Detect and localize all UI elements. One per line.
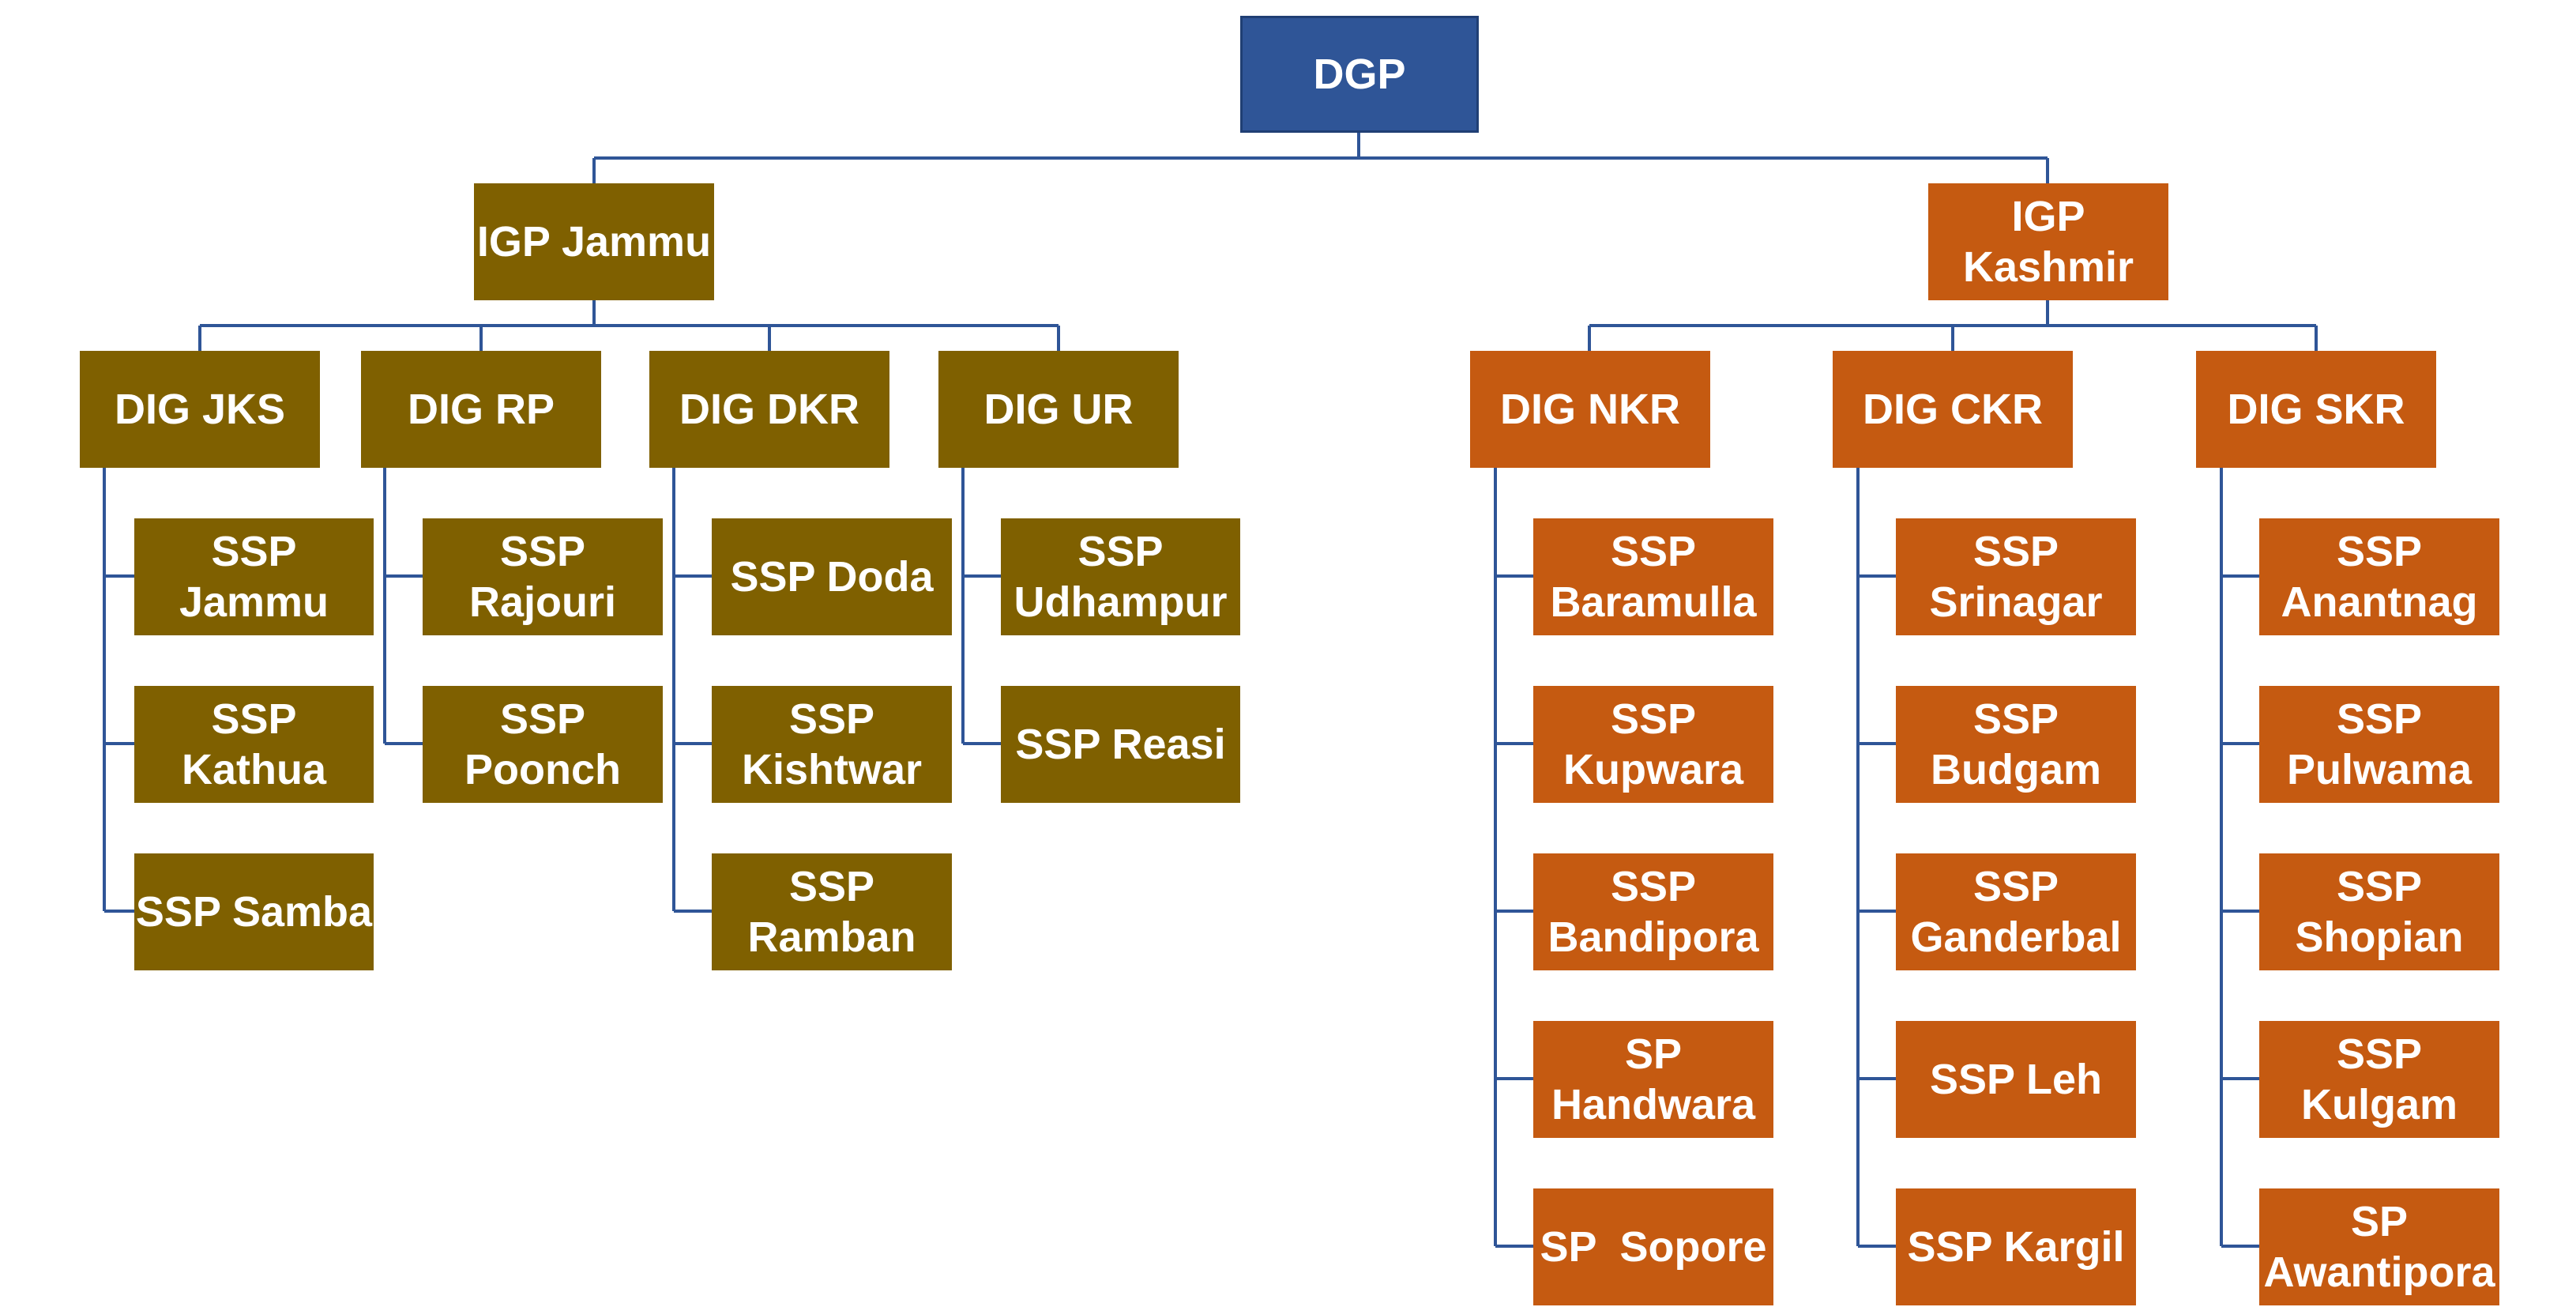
district-node: SSP Rajouri [423,518,663,635]
igp-jammu-node: IGP Jammu [474,183,714,300]
district-node: SSP Leh [1896,1021,2136,1138]
igp-kashmir-node: IGP Kashmir [1928,183,2168,300]
district-node: SSP Baramulla [1533,518,1773,635]
dig-skr-node: DIG SKR [2196,351,2436,468]
district-node: SSP Shopian [2259,853,2499,970]
district-node: SP Sopore [1533,1188,1773,1305]
dig-rp-node: DIG RP [361,351,601,468]
district-node: SSP Doda [712,518,952,635]
dgp-node: DGP [1240,16,1479,133]
district-node: SSP Pulwama [2259,686,2499,803]
district-node: SSP Bandipora [1533,853,1773,970]
district-node: SSP Kathua [134,686,374,803]
district-node: SSP Reasi [1001,686,1240,803]
dig-dkr-node: DIG DKR [649,351,889,468]
dig-ur-node: DIG UR [938,351,1179,468]
dig-ckr-node: DIG CKR [1833,351,2073,468]
district-node: SSP Kupwara [1533,686,1773,803]
dig-nkr-node: DIG NKR [1470,351,1710,468]
district-node: SSP Srinagar [1896,518,2136,635]
dig-jks-node: DIG JKS [80,351,320,468]
district-node: SSP Jammu [134,518,374,635]
district-node: SSP Kulgam [2259,1021,2499,1138]
district-node: SSP Budgam [1896,686,2136,803]
district-node: SP Awantipora [2259,1188,2499,1305]
district-node: SSP Ganderbal [1896,853,2136,970]
district-node: SSP Kargil [1896,1188,2136,1305]
district-node: SP Handwara [1533,1021,1773,1138]
district-node: SSP Udhampur [1001,518,1240,635]
district-node: SSP Poonch [423,686,663,803]
district-node: SSP Ramban [712,853,952,970]
district-node: SSP Samba [134,853,374,970]
district-node: SSP Kishtwar [712,686,952,803]
district-node: SSP Anantnag [2259,518,2499,635]
